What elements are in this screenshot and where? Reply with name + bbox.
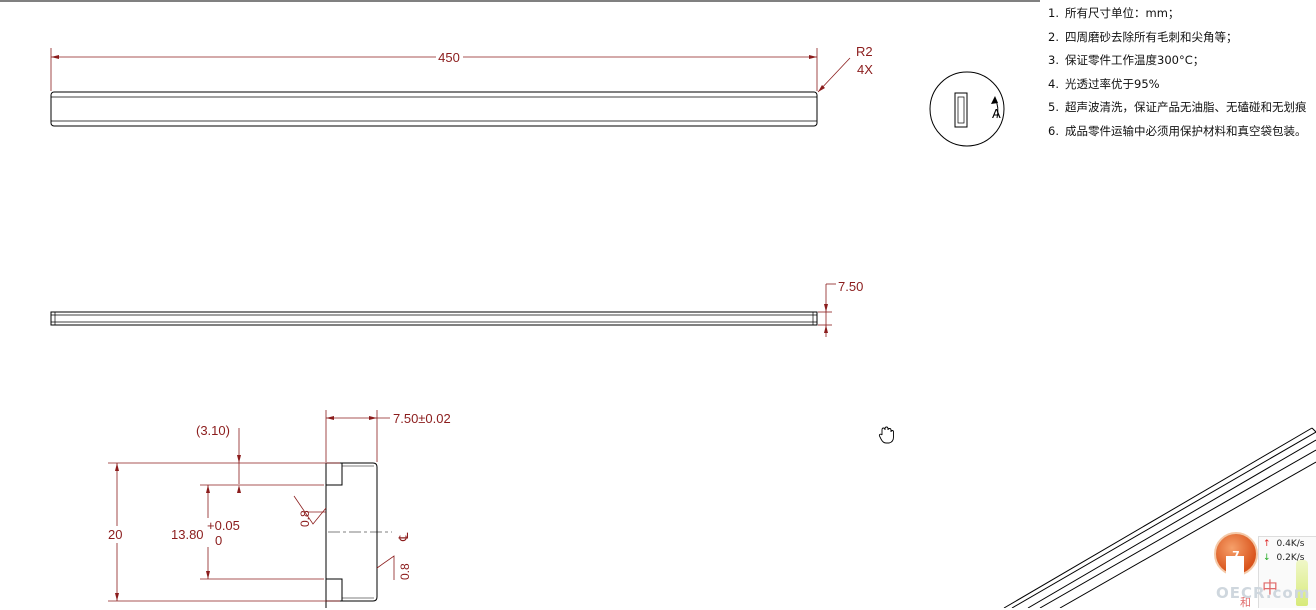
side-view [50,311,818,326]
upload-arrow-icon: ↑ [1263,539,1271,549]
length-dimension-text: 450 [438,50,460,65]
centerline-symbol: ℄ [397,532,412,542]
note-item: 1.所有尺寸单位：mm； [1048,6,1180,20]
note-item: 2.四周磨砂去除所有毛刺和尖角等； [1048,29,1238,44]
height-dimension-text: 20 [108,527,122,542]
technical-notes: 1.所有尺寸单位：mm； 2.四周磨砂去除所有毛刺和尖角等； 3.保证零件工作温… [1048,4,1316,145]
radius-dimension-text: R2 [856,44,873,59]
note-item: 5.超声波清洗，保证产品无油脂、无磕碰和无划痕 [1048,100,1307,114]
section-view-label: A [992,106,1001,121]
length-dimension [50,48,818,91]
section-view-symbol [929,71,1005,147]
radius-count-text: 4X [857,62,873,77]
slot-tol-lower-text: 0 [215,533,222,548]
note-item: 4.光透过率优于95% [1048,76,1160,91]
mascot-glyph: 中 [1262,578,1279,597]
download-rate: ↓0.2K/s [1263,553,1305,563]
surface-finish-upper-text: 0.8 [298,510,312,527]
section-dimensions [108,410,390,602]
side-thickness-dimension [818,283,836,337]
radius-leader [817,57,851,93]
upload-rate: ↑0.4K/s [1263,539,1305,549]
hand-cursor-icon [878,426,894,444]
top-view [50,91,818,127]
mascot-glyph-secondary: 和 [1240,596,1251,609]
slot-width-text: 13.80 [171,527,204,542]
section-detail-view [325,462,392,608]
ref-step-text: (3.10) [196,423,230,438]
surface-finish-symbol-upper [293,495,327,525]
bottle-icon [1296,560,1308,606]
thickness-tolerance-text: 7.50±0.02 [393,411,451,426]
slot-tol-upper-text: +0.05 [207,518,240,533]
surface-finish-lower-text: 0.8 [398,563,412,580]
watermark: OECR.com [1216,584,1311,602]
note-item: 6.成品零件运输中必须用保护材料和真空袋包装。 [1048,123,1307,138]
mascot-image [1226,556,1244,590]
download-arrow-icon: ↓ [1263,553,1271,563]
isometric-view [1003,427,1316,608]
side-thickness-text: 7.50 [838,279,863,294]
note-item: 3.保证零件工作温度300°C； [1048,53,1205,67]
speed-ball-button[interactable]: 7 [1214,532,1258,576]
surface-finish-symbol-lower [376,555,395,580]
